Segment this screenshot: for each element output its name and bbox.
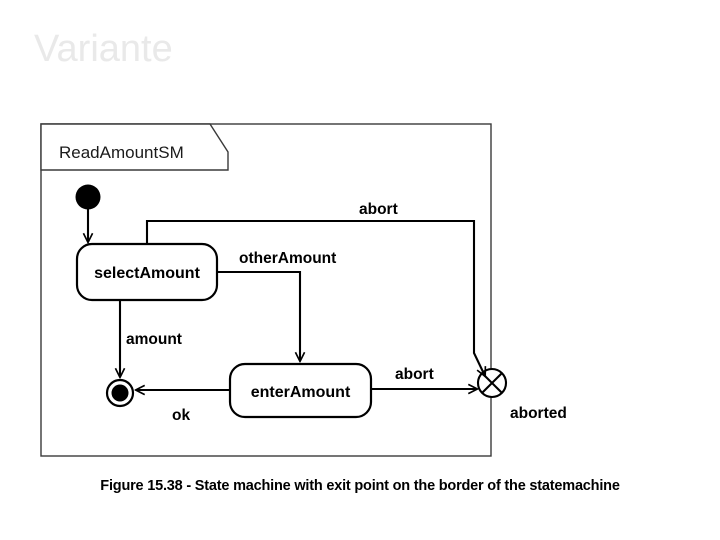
state-selectAmount[interactable]: selectAmount: [75, 242, 219, 302]
enterAmount-label: enterAmount: [251, 384, 351, 401]
transition-amount: amount: [120, 300, 182, 377]
frame-name-tab: [40, 123, 229, 171]
exit-point-label: aborted: [510, 405, 567, 422]
transition-ok: ok: [136, 390, 230, 424]
final-state-inner-dot: [111, 384, 129, 402]
transition-label-abort-bottom: abort: [395, 366, 434, 383]
transition-arrow: [217, 270, 300, 361]
transition-label-amount: amount: [126, 331, 182, 348]
transition-arrow: [145, 219, 485, 376]
state-enterAmount[interactable]: enterAmount: [228, 362, 373, 419]
transition-abort-bottom: abort: [371, 366, 477, 389]
transition-label-ok: ok: [172, 407, 190, 424]
transition-label-otherAmount: otherAmount: [239, 250, 336, 267]
slide-title: Variante: [34, 28, 173, 70]
figure-caption: Figure 15.38 - State machine with exit p…: [100, 478, 620, 494]
final-state: [105, 378, 135, 408]
initial-state-circle: [75, 184, 101, 210]
frame-name-label: ReadAmountSM: [59, 143, 184, 162]
transition-abort-top: abort: [145, 201, 485, 376]
transition-otherAmount: otherAmount: [217, 250, 336, 361]
selectAmount-label: selectAmount: [94, 265, 200, 282]
transition-label-abort-top: abort: [359, 201, 398, 218]
initial-pseudostate: [75, 184, 101, 210]
exit-point-aborted[interactable]: aborted: [476, 367, 567, 422]
